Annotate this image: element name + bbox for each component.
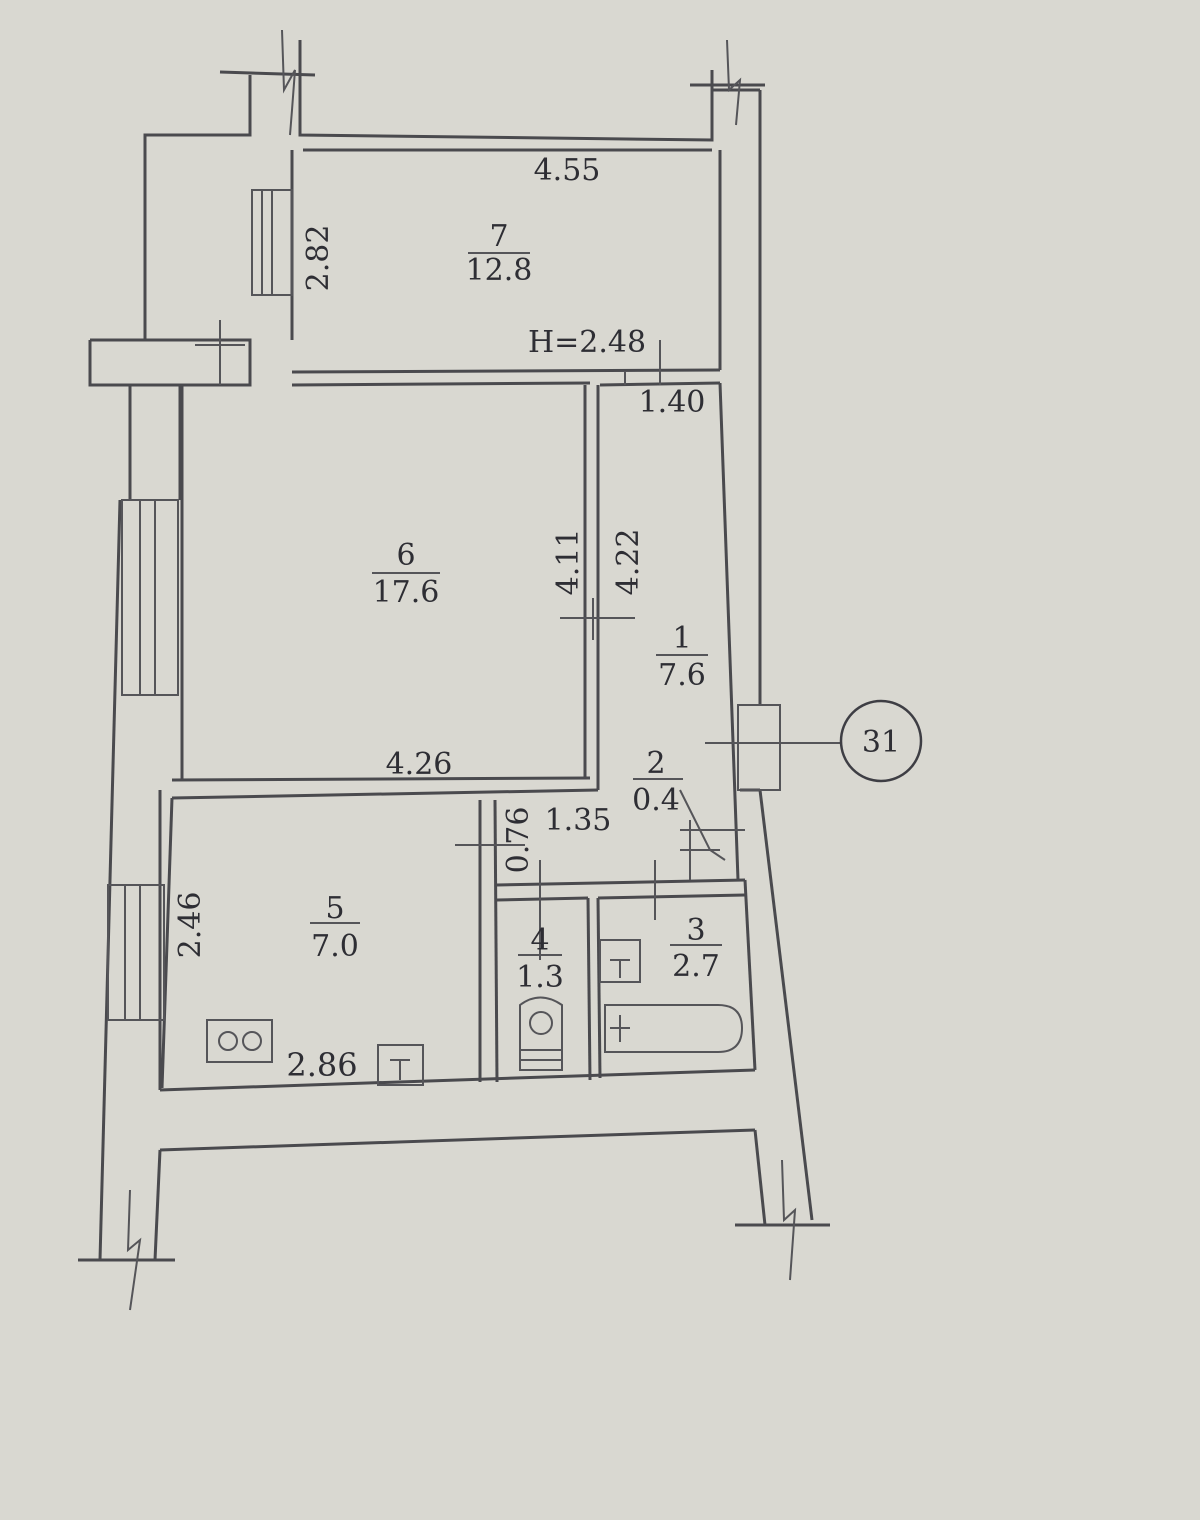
dim-room7-depth: 2.82	[301, 225, 336, 292]
room-1-number: 1	[672, 621, 691, 656]
windows	[107, 189, 840, 1021]
toilet-icon	[519, 996, 563, 1071]
apartment-number: 31	[862, 725, 900, 760]
dimension-labels: 4.55 2.82 H=2.48 1.40 4.11 4.22 4.26 0.7…	[173, 153, 900, 1084]
fraction-bars	[310, 252, 722, 956]
room-labels: 7 12.8 6 17.6 1 7.6 2 0.4 5 7.0 4 1.3 3 …	[311, 219, 720, 995]
interior-walls	[160, 368, 760, 1089]
dim-kitchen-width: 2.86	[286, 1046, 357, 1084]
room-7-area: 12.8	[466, 253, 533, 288]
room-2-number: 2	[646, 746, 665, 781]
room-2-area: 0.4	[632, 783, 680, 818]
room-4-area: 1.3	[516, 960, 564, 995]
dim-room6-width: 4.26	[386, 747, 453, 782]
room-3-number: 3	[686, 913, 705, 948]
fixtures	[206, 939, 744, 1086]
dim-kitchen-depth: 2.46	[173, 892, 208, 959]
dim-corridor-depth: 0.76	[501, 807, 536, 874]
outer-walls	[78, 29, 830, 1311]
ceiling-height: H=2.48	[528, 325, 646, 360]
room-5-area: 7.0	[311, 929, 359, 964]
room-5-number: 5	[325, 891, 344, 926]
dim-hall-height: 4.22	[611, 529, 646, 596]
room-4-number: 4	[530, 923, 549, 958]
room-3-area: 2.7	[672, 949, 720, 984]
room-7-number: 7	[489, 219, 508, 254]
dim-room7-width: 4.55	[534, 153, 601, 188]
room-6-number: 6	[396, 538, 415, 573]
room-6-area: 17.6	[373, 575, 440, 610]
sink-icon	[377, 1044, 424, 1086]
bathtub-icon	[604, 1004, 744, 1053]
door-marks	[455, 340, 745, 960]
stove-icon	[206, 1019, 273, 1063]
room-1-area: 7.6	[658, 658, 706, 693]
dim-corridor-width: 1.35	[545, 803, 612, 838]
dim-hall-width: 1.40	[639, 385, 706, 420]
apartment-number-circle	[839, 699, 923, 783]
washbasin-icon	[599, 939, 641, 983]
dim-room6-height: 4.11	[551, 529, 586, 596]
